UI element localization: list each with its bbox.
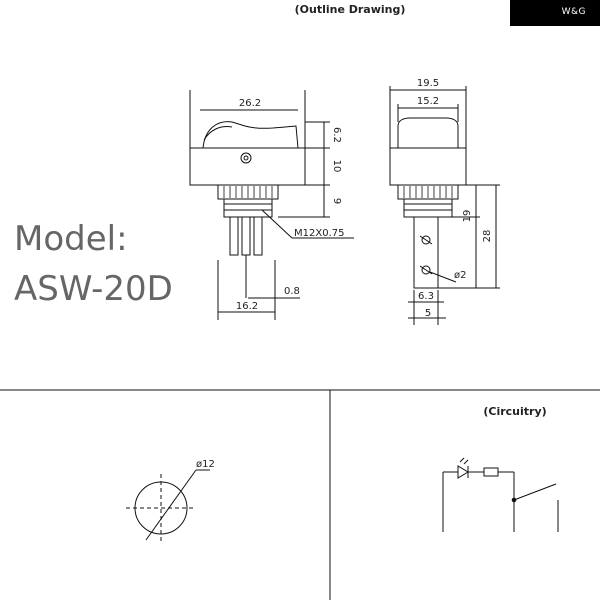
dim-rocker-height: 6.2 <box>331 127 342 143</box>
dim-terminal-thickness: 5 <box>425 308 431 319</box>
model-number: ASW-20D <box>14 269 173 309</box>
brand-logo-box: W&G <box>510 0 600 26</box>
model-label: Model: <box>14 219 128 259</box>
dim-terminal-offset: 0.8 <box>284 286 300 297</box>
side-view <box>389 86 500 325</box>
dim-side-depth-total: 28 <box>482 230 493 243</box>
dim-terminal-width: 6.3 <box>418 291 434 302</box>
panel-cutout <box>126 469 210 542</box>
resistor-icon <box>483 467 499 477</box>
dim-side-width-inner: 15.2 <box>417 96 439 107</box>
dim-side-width-outer: 19.5 <box>417 78 439 89</box>
dim-body-height: 10 <box>331 160 342 173</box>
dim-collar-height: 9 <box>331 198 342 204</box>
dim-thread: M12X0.75 <box>294 228 344 239</box>
led-diode-icon <box>457 465 469 479</box>
outline-drawing-title: (Outline Drawing) <box>295 3 406 16</box>
circuit-diagram <box>442 457 559 532</box>
switch-contact-icon <box>513 483 557 501</box>
dim-hole-diameter: ø2 <box>454 270 466 281</box>
dim-side-depth-terminal: 19 <box>462 210 473 223</box>
brand-logo-text: W&G <box>561 7 586 17</box>
dim-terminal-span: 16.2 <box>236 301 258 312</box>
dim-front-width: 26.2 <box>239 98 261 109</box>
circuitry-title: (Circuitry) <box>483 405 546 418</box>
dim-panel-cutout: ø12 <box>196 459 215 470</box>
front-view <box>189 90 354 320</box>
